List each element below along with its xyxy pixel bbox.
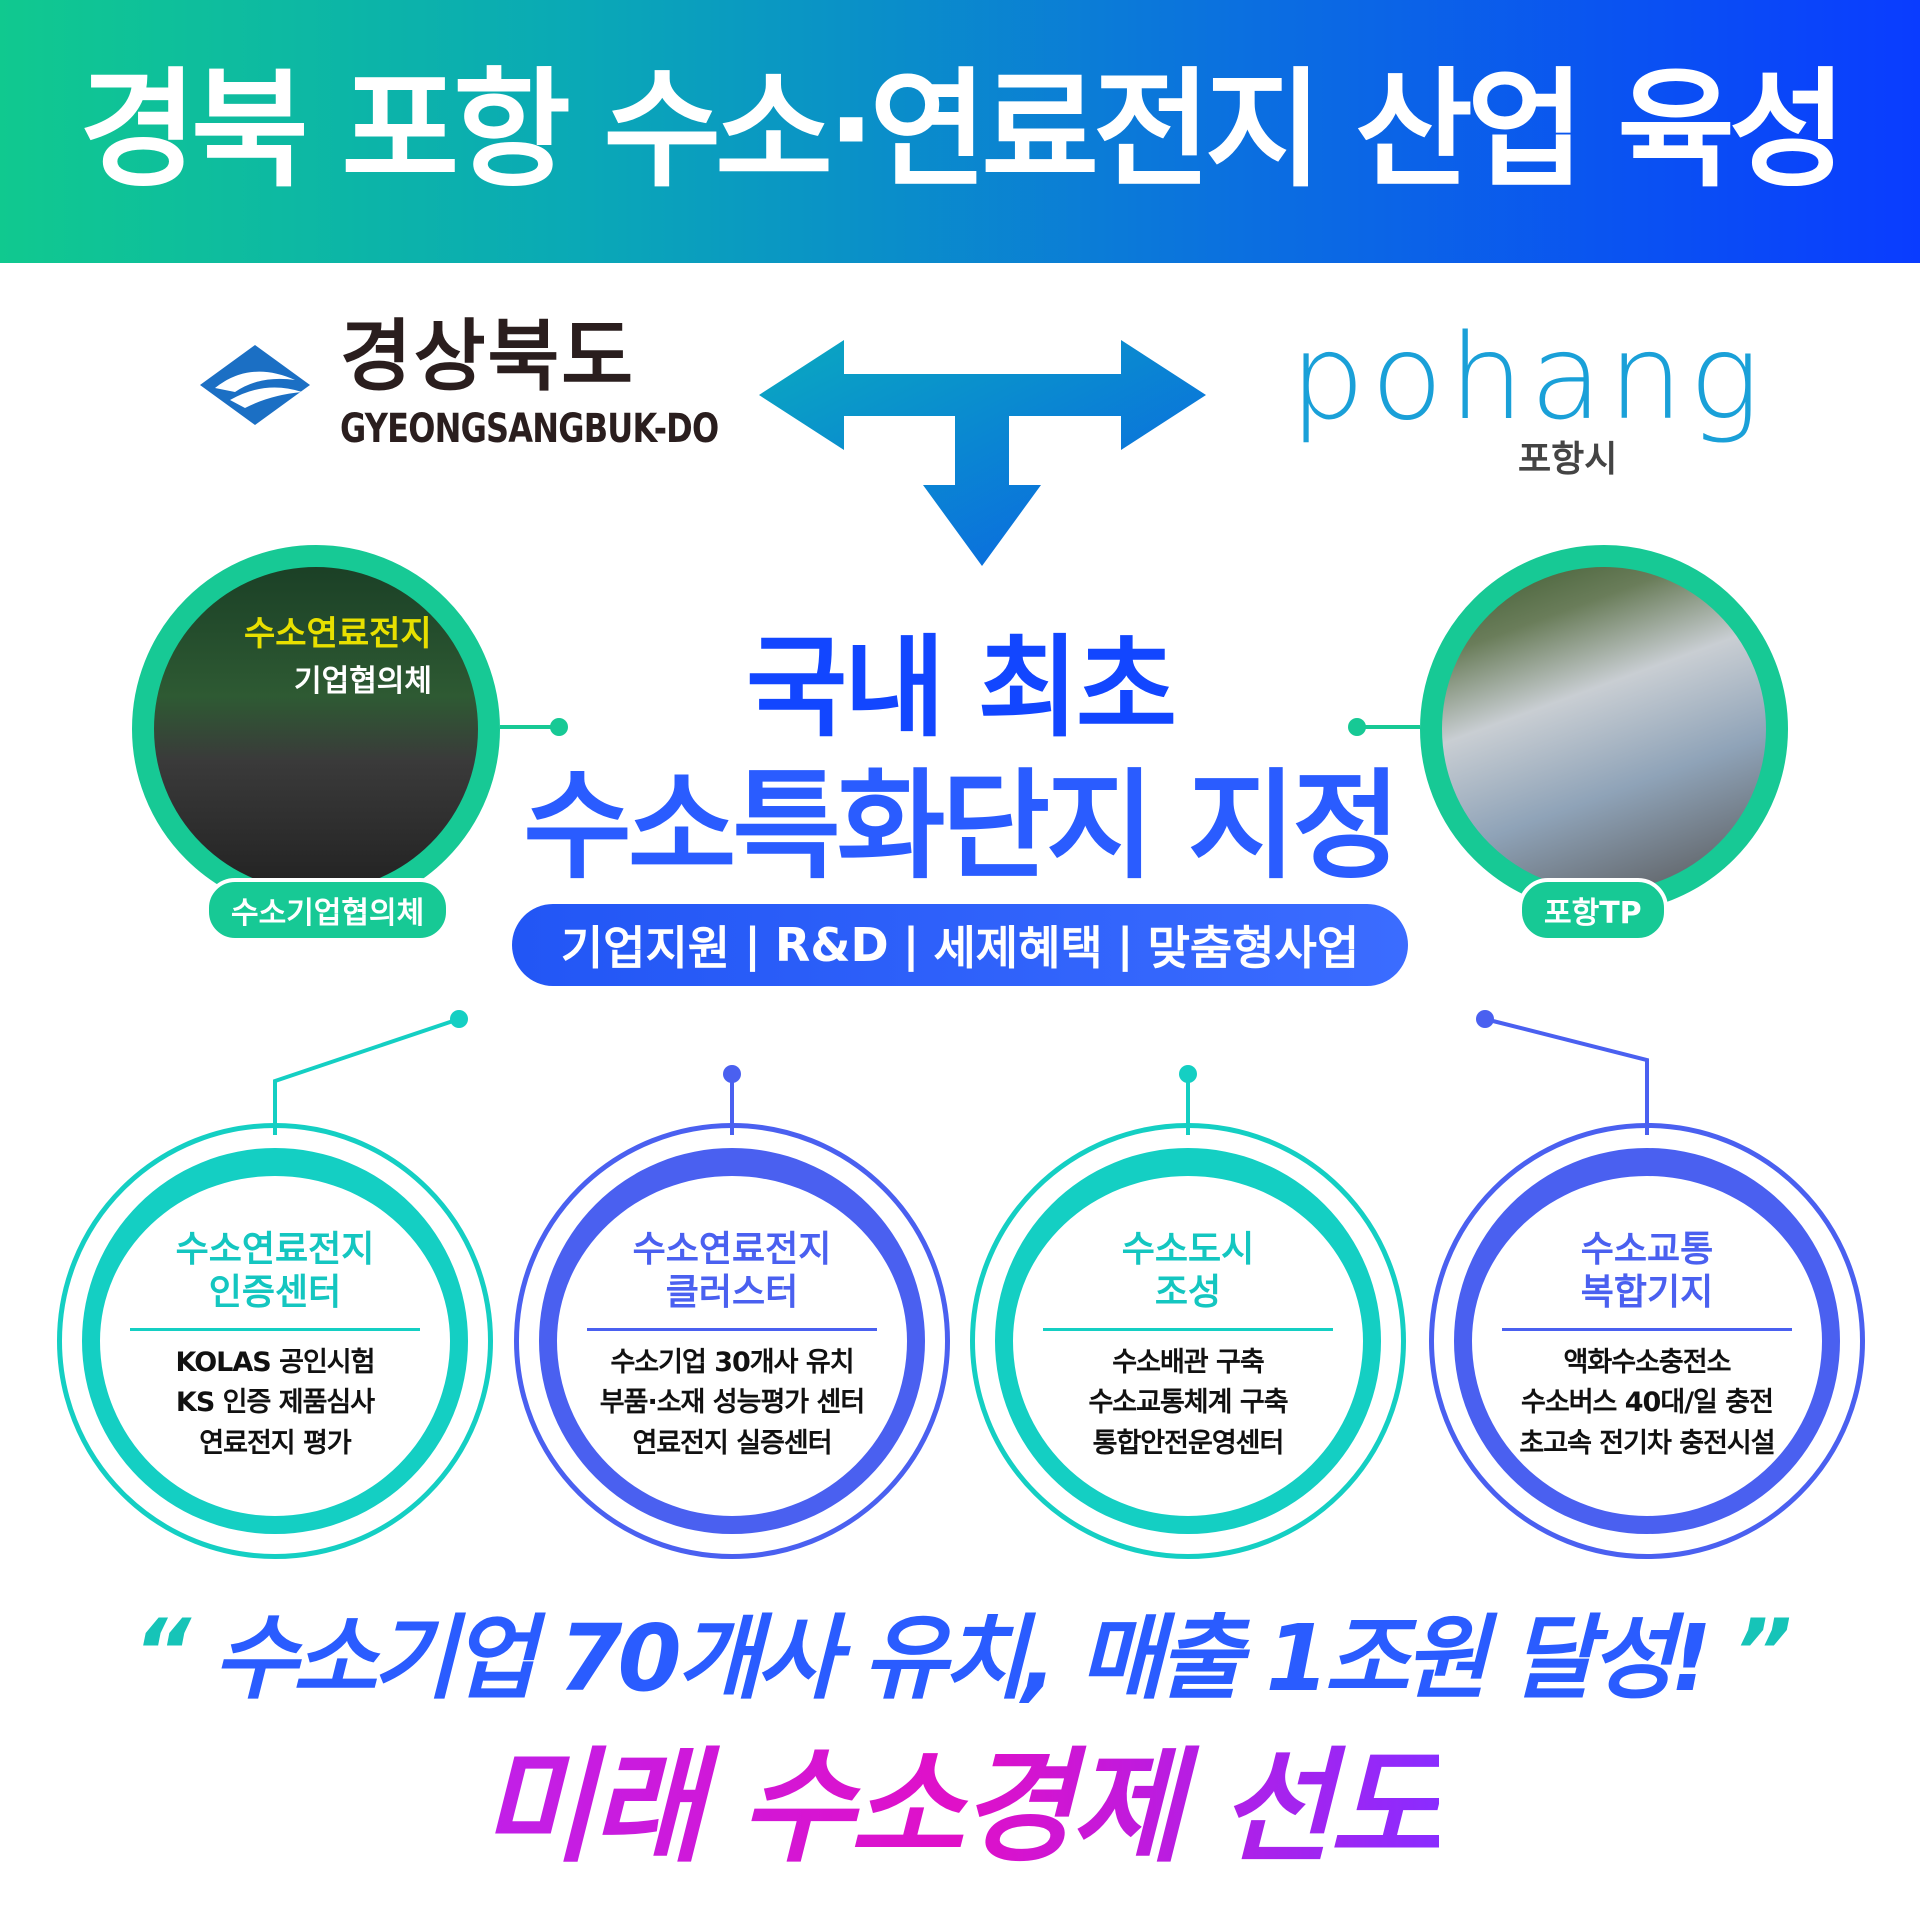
circle-title: 수소도시 xyxy=(1121,1228,1255,1270)
circle-title: 클러스터 xyxy=(665,1271,799,1313)
benefits-pill: 기업지원 | R&D | 세제혜택 | 맞춤형사업 xyxy=(512,904,1408,986)
circle-item: 수소버스 40대/일 충전 xyxy=(1521,1387,1774,1419)
separator: | xyxy=(1116,918,1134,972)
header-banner: 경북 포항 수소·연료전지 산업 육성 xyxy=(0,0,1920,263)
three-way-arrow-icon xyxy=(759,340,1206,566)
gyeongbuk-emblem-icon xyxy=(200,345,310,425)
goal-quote: “ 수소기업 70개사 유치, 매출 1조원 달성! ” xyxy=(0,1605,1920,1712)
circle-item: 연료전지 평가 xyxy=(199,1427,351,1459)
circle-title: 복합기지 xyxy=(1580,1271,1714,1313)
benefit-item: 맞춤형사업 xyxy=(1147,921,1360,975)
pohang-logo-en: pohang xyxy=(1290,308,1766,446)
page-title: 경북 포항 수소·연료전지 산업 육성 xyxy=(79,56,1847,206)
circle-item: 수소기업 30개사 유치 xyxy=(610,1346,854,1378)
circle-certification-center: 수소연료전지 인증센터 KOLAS 공인시험 KS 인증 제품심사 연료전지 평… xyxy=(57,1123,493,1559)
quote-close-icon: ” xyxy=(1734,1600,1792,1705)
circle-item: 통합안전운영센터 xyxy=(1092,1427,1285,1459)
benefit-item: R&D xyxy=(774,918,889,972)
connector-line xyxy=(500,725,558,729)
slogan-text: 미래 수소경제 선도 xyxy=(480,1736,1444,1880)
circle-title: 조성 xyxy=(1154,1271,1222,1313)
photo-caption: 수소연료전지 xyxy=(244,614,432,654)
photo-caption: 기업협의체 xyxy=(294,664,432,699)
headline-designation: 수소특화단지 지정 xyxy=(523,757,1401,895)
headline-first: 국내 최초 xyxy=(745,624,1177,752)
quote-open-icon: “ xyxy=(132,1600,191,1705)
pohang-logo: pohang 포항시 xyxy=(1290,308,1766,480)
benefit-item: 기업지원 xyxy=(560,921,731,975)
divider xyxy=(130,1327,420,1331)
circle-item: 연료전지 실증센터 xyxy=(632,1427,832,1459)
connector-dot xyxy=(550,718,568,736)
circle-fuel-cell-cluster: 수소연료전지 클러스터 수소기업 30개사 유치 부품·소재 성능평가 센터 연… xyxy=(514,1123,950,1559)
circle-hydrogen-city: 수소도시 조성 수소배관 구축 수소교통체계 구축 통합안전운영센터 xyxy=(970,1123,1406,1559)
separator: | xyxy=(902,918,920,972)
circle-item: KOLAS 공인시험 xyxy=(175,1346,376,1378)
circle-title: 수소교통 xyxy=(1580,1228,1714,1270)
separator: | xyxy=(744,918,761,972)
pohang-tp-tag: 포항TP xyxy=(1518,878,1668,942)
circle-transport-hub: 수소교통 복합기지 액화수소충전소 수소버스 40대/일 충전 초고속 전기차 … xyxy=(1429,1123,1865,1559)
circle-item: KS 인증 제품심사 xyxy=(175,1387,375,1419)
circle-title: 수소연료전지 xyxy=(632,1228,832,1270)
divider xyxy=(1043,1327,1333,1331)
connector-line xyxy=(1362,725,1420,729)
circle-item: 수소배관 구축 xyxy=(1112,1346,1264,1378)
connector-lines xyxy=(273,1010,1649,1135)
slogan: 미래 수소경제 선도 xyxy=(0,1740,1920,1876)
divider xyxy=(1502,1327,1792,1331)
goal-text: 수소기업 70개사 유치, 매출 1조원 달성! xyxy=(212,1605,1712,1712)
circle-title: 인증센터 xyxy=(208,1271,342,1313)
benefit-item: 세제혜택 xyxy=(933,921,1103,975)
gyeongbuk-logo: 경상북도 GYEONGSANGBUK-DO xyxy=(190,318,813,452)
pohang-logo-ko: 포항시 xyxy=(1518,439,1618,480)
circle-item: 수소교통체계 구축 xyxy=(1088,1387,1288,1419)
circle-item: 부품·소재 성능평가 센터 xyxy=(599,1387,865,1419)
gyeongbuk-logo-ko: 경상북도 xyxy=(340,312,636,402)
connector-dot xyxy=(1348,718,1366,736)
circle-item: 초고속 전기차 충전시설 xyxy=(1519,1427,1775,1459)
gyeongbuk-logo-en: GYEONGSANGBUK-DO xyxy=(340,406,719,452)
circle-item: 액화수소충전소 xyxy=(1563,1346,1732,1378)
hydrogen-council-tag: 수소기업협의체 xyxy=(205,878,451,942)
circle-title: 수소연료전지 xyxy=(175,1228,375,1270)
divider xyxy=(587,1327,877,1331)
